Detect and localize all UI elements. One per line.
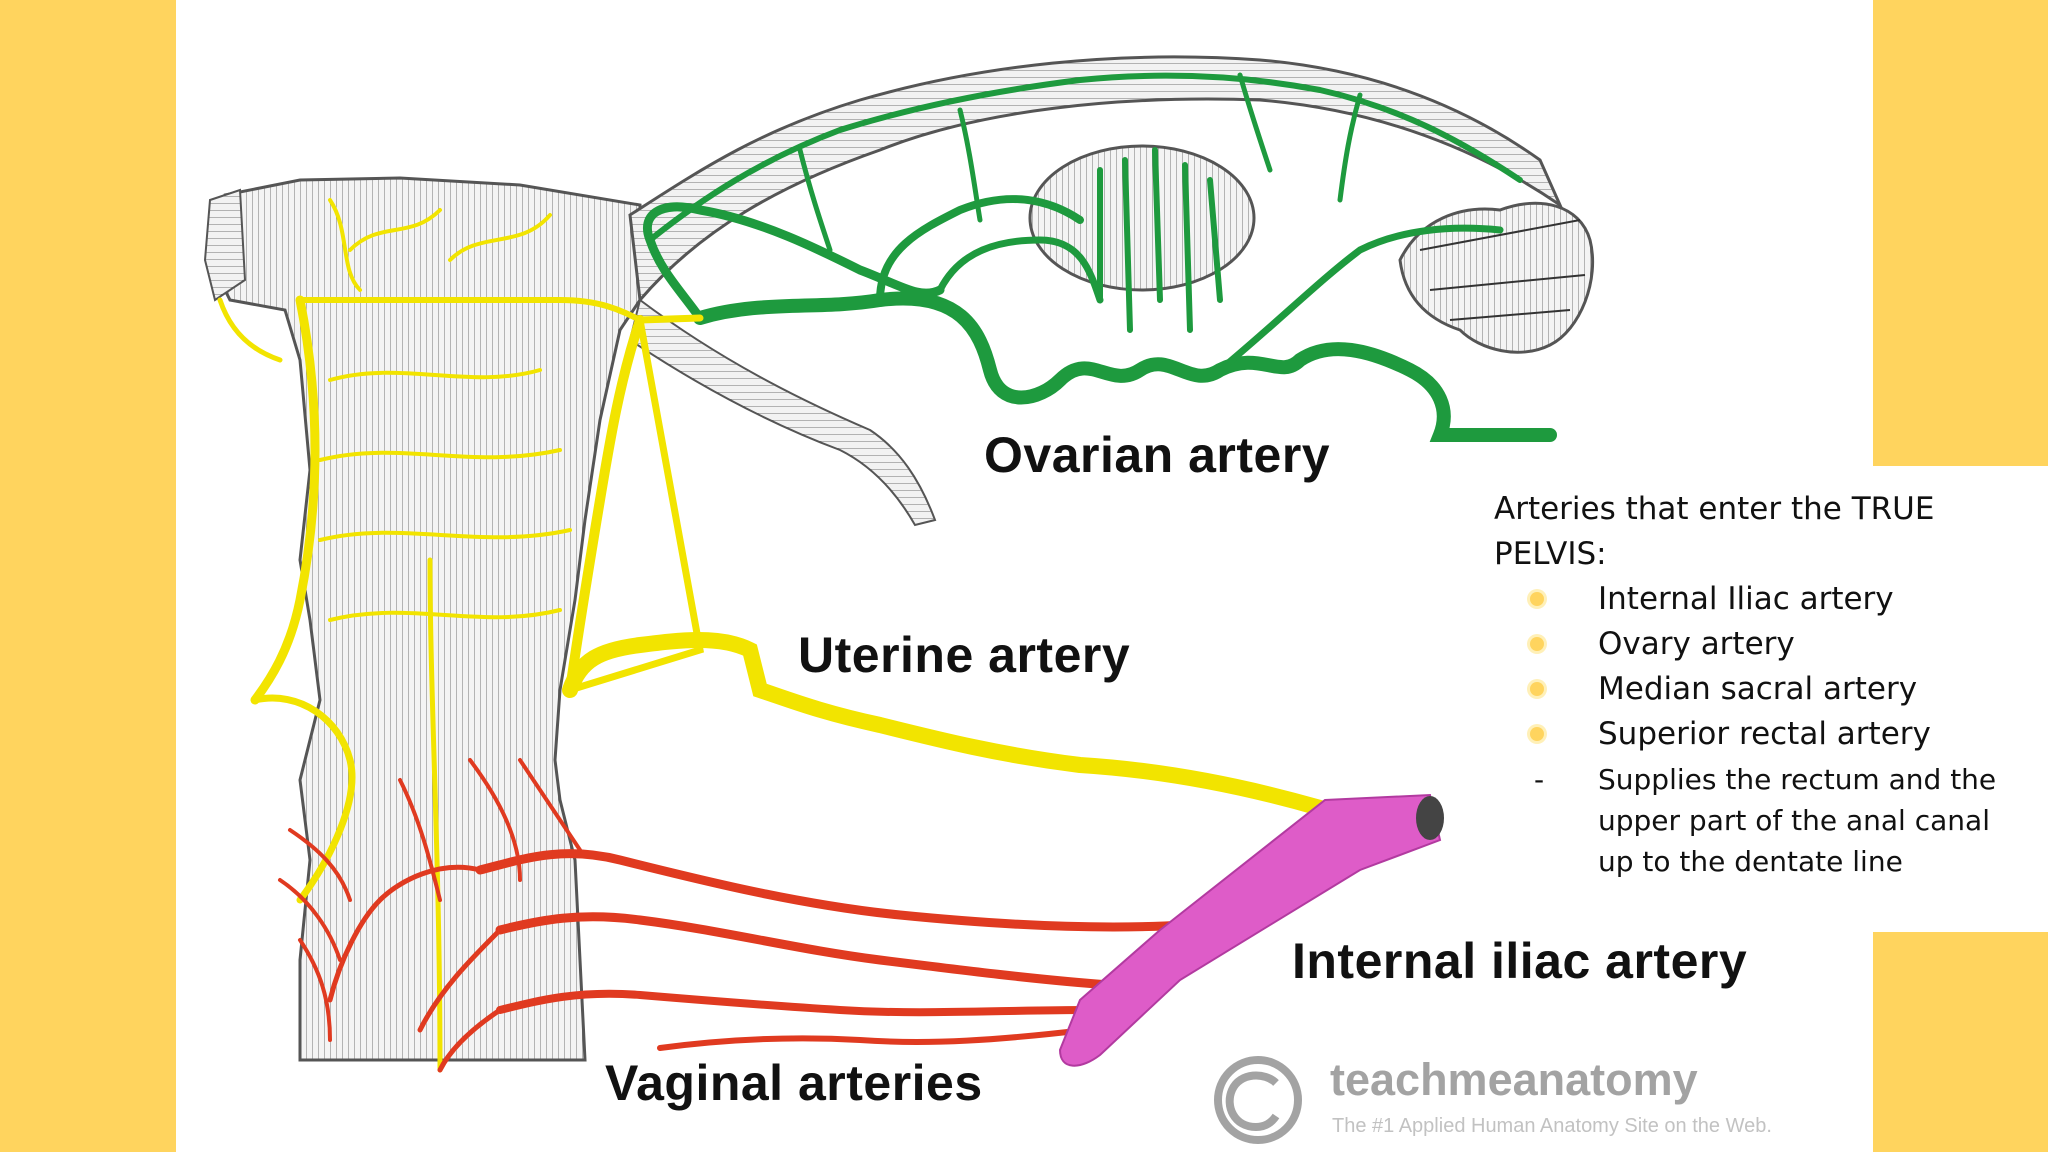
left-cornu — [203, 188, 247, 302]
list-item-text: Internal Iliac artery — [1598, 581, 1894, 617]
internal-iliac-artery — [1058, 793, 1444, 1067]
uterine-artery-label: Uterine artery — [798, 627, 1131, 683]
sub-note: - Supplies the rectum and the upper part … — [1494, 759, 2014, 882]
dash-marker: - — [1534, 763, 1545, 796]
bullet-icon — [1530, 637, 1544, 651]
arteries-list: Internal Iliac artery Ovary artery Media… — [1494, 577, 2014, 757]
ovarian-artery-label: Ovarian artery — [984, 427, 1331, 483]
accent-bar-top — [1873, 0, 2048, 466]
ovarian-artery — [643, 72, 1557, 442]
round-ligament — [628, 298, 937, 527]
watermark-name: teachmeanatomy — [1330, 1054, 1698, 1105]
uterine-artery — [217, 198, 1328, 1073]
textbox-heading: Arteries that enter the TRUE PELVIS: — [1494, 491, 1935, 572]
accent-bar-bottom — [1873, 932, 2048, 1152]
list-item-text: Superior rectal artery — [1598, 716, 1931, 752]
accent-bar-gap — [1873, 466, 2048, 932]
list-item: Superior rectal artery — [1494, 712, 2014, 757]
internal-iliac-artery-label: Internal iliac artery — [1292, 933, 1748, 989]
list-item-text: Ovary artery — [1598, 626, 1795, 662]
list-item: Ovary artery — [1494, 622, 2014, 667]
fimbriae — [1398, 201, 1595, 354]
fallopian-tube — [628, 55, 1564, 304]
bullet-icon — [1530, 727, 1544, 741]
bullet-icon — [1530, 592, 1544, 606]
copyright-icon — [1214, 1056, 1302, 1144]
uterus-body — [208, 176, 642, 1062]
list-item: Internal Iliac artery — [1494, 577, 2014, 622]
vaginal-arteries-label: Vaginal arteries — [605, 1055, 983, 1111]
watermark-tagline: The #1 Applied Human Anatomy Site on the… — [1332, 1115, 1772, 1137]
bullet-icon — [1530, 682, 1544, 696]
ovary — [1028, 144, 1256, 292]
sub-note-text: Supplies the rectum and the upper part o… — [1598, 763, 1997, 878]
vaginal-arteries — [278, 758, 1190, 1073]
list-item-text: Median sacral artery — [1598, 671, 1918, 707]
list-item: Median sacral artery — [1494, 667, 2014, 712]
arteries-textbox: Arteries that enter the TRUE PELVIS: Int… — [1494, 487, 2014, 882]
